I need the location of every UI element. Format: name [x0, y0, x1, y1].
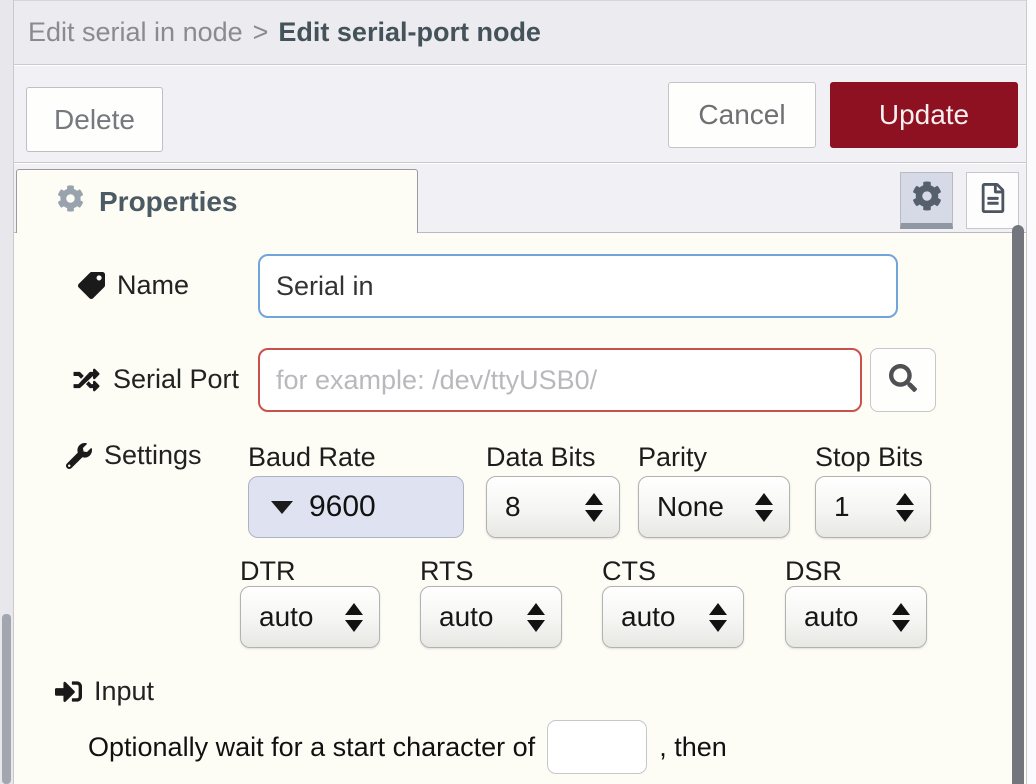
rts-header: RTS [420, 556, 474, 586]
input-section-label: Input [55, 676, 154, 707]
dtr-header: DTR [240, 556, 296, 586]
updown-arrows-icon [527, 602, 545, 632]
cog-icon [57, 184, 84, 219]
cts-select[interactable]: auto [602, 586, 744, 648]
left-scrollbar-thumb[interactable] [2, 614, 11, 784]
name-input[interactable] [258, 254, 898, 318]
stop-bits-select[interactable]: 1 [815, 476, 931, 538]
dsr-header: DSR [785, 556, 843, 586]
dialog-toolbar: Delete Cancel Update [14, 66, 1026, 163]
tab-bar: Properties [14, 164, 1026, 233]
settings-label: Settings [66, 440, 202, 471]
wrench-icon [66, 442, 92, 469]
tag-icon [78, 272, 105, 299]
serial-port-label: Serial Port [72, 364, 239, 395]
dsr-value: auto [804, 601, 859, 632]
breadcrumb-separator: > [252, 17, 269, 47]
page-title: Edit serial-port node [278, 17, 541, 47]
updown-arrows-icon [896, 492, 914, 522]
rts-select[interactable]: auto [420, 586, 562, 648]
node-description-button[interactable] [966, 172, 1019, 229]
search-icon [889, 363, 917, 397]
name-label: Name [78, 270, 189, 301]
delete-button[interactable]: Delete [26, 87, 163, 152]
cog-icon [912, 180, 942, 216]
dtr-select[interactable]: auto [240, 586, 380, 648]
cts-header: CTS [602, 556, 656, 586]
sign-in-icon [55, 678, 82, 705]
baud-rate-select[interactable]: 9600 [248, 476, 464, 538]
updown-arrows-icon [755, 492, 773, 522]
port-search-button[interactable] [870, 348, 936, 412]
start-character-input[interactable] [547, 720, 648, 774]
dtr-value: auto [259, 601, 314, 632]
baud-rate-header: Baud Rate [248, 442, 376, 472]
stop-bits-value: 1 [834, 491, 850, 522]
properties-panel: Name Serial Port Settings Baud Rate Data… [14, 233, 1008, 784]
cancel-button[interactable]: Cancel [668, 82, 816, 148]
tab-properties[interactable]: Properties [16, 169, 418, 233]
left-edge [0, 0, 14, 784]
updown-arrows-icon [709, 602, 727, 632]
updown-arrows-icon [345, 602, 363, 632]
updown-arrows-icon [585, 492, 603, 522]
data-bits-select[interactable]: 8 [486, 476, 620, 538]
update-button[interactable]: Update [830, 82, 1018, 148]
baud-rate-value: 9600 [309, 490, 376, 523]
serial-port-input[interactable] [258, 348, 862, 412]
breadcrumb: Edit serial in node > Edit serial-port n… [14, 0, 1036, 65]
chevron-down-icon [271, 500, 293, 514]
start-character-row: Optionally wait for a start character of… [88, 719, 727, 775]
parity-header: Parity [638, 442, 708, 472]
start-character-text-after: , then [659, 731, 727, 762]
start-character-text-before: Optionally wait for a start character of [88, 731, 536, 762]
data-bits-header: Data Bits [486, 442, 596, 472]
stop-bits-header: Stop Bits [815, 442, 924, 472]
updown-arrows-icon [892, 602, 910, 632]
tab-properties-label: Properties [99, 185, 238, 217]
random-icon [72, 367, 101, 393]
rts-value: auto [439, 601, 494, 632]
scrollbar-thumb[interactable] [1012, 225, 1024, 784]
file-icon [979, 183, 1007, 218]
data-bits-value: 8 [505, 491, 521, 522]
breadcrumb-parent: Edit serial in node [28, 17, 243, 47]
node-properties-button[interactable] [900, 172, 953, 229]
cts-value: auto [621, 601, 676, 632]
parity-select[interactable]: None [638, 476, 790, 538]
right-edge [1026, 0, 1036, 784]
parity-value: None [657, 491, 724, 522]
dsr-select[interactable]: auto [785, 586, 927, 648]
